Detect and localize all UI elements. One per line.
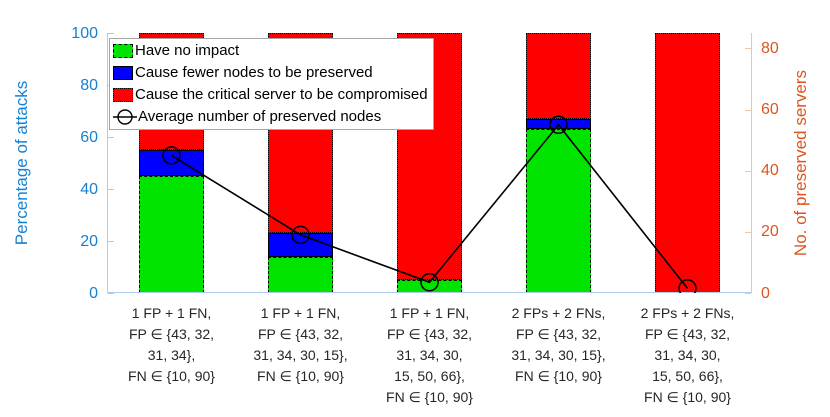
bar-4-critical-server-compromised (526, 33, 591, 119)
right-tick-mark-60 (745, 109, 751, 111)
right-axis-line (751, 33, 752, 293)
x-tick-label-3: 1 FP + 1 FN, FP ∈ {43, 32, 31, 34, 30, 1… (386, 305, 473, 405)
x-tick-label-2: 1 FP + 1 FN, FP ∈ {43, 32, 31, 34, 30, 1… (253, 305, 348, 384)
legend-label-average-preserved-nodes: Average number of preserved nodes (138, 108, 382, 125)
x-tick-label-4: 2 FPs + 2 FNs, FP ∈ {43, 32, 31, 34, 30,… (511, 305, 606, 384)
right-tick-mark-0 (745, 293, 751, 294)
x-tick-label-5: 2 FPs + 2 FNs, FP ∈ {43, 32, 31, 34, 30,… (640, 305, 735, 405)
x-axis-line (107, 292, 752, 293)
legend-swatch-critical-server-compromised (113, 88, 133, 102)
legend-item-fewer-nodes-preserved: Cause fewer nodes to be preserved (113, 62, 428, 84)
left-tick-label-100: 100 (71, 24, 98, 42)
average-marker-1 (162, 146, 181, 165)
bar-2-have-no-impact (268, 256, 333, 293)
legend-label-have-no-impact: Have no impact (135, 42, 240, 59)
left-tick-label-0: 0 (89, 284, 98, 302)
x-tick-label-1: 1 FP + 1 FN, FP ∈ {43, 32, 31, 34}, FN ∈… (128, 305, 215, 384)
legend-item-critical-server-compromised: Cause the critical server to be compromi… (113, 84, 428, 106)
average-marker-2 (291, 225, 310, 245)
right-tick-label-60: 60 (761, 101, 779, 118)
legend-swatch-fewer-nodes-preserved (113, 66, 133, 80)
bar-5-critical-server-compromised (655, 33, 720, 293)
legend-item-have-no-impact: Have no impact (113, 40, 428, 62)
legend-label-fewer-nodes-preserved: Cause fewer nodes to be preserved (135, 64, 373, 81)
right-tick-label-20: 20 (761, 223, 779, 241)
left-tick-label-60: 60 (80, 128, 98, 146)
legend-swatch-have-no-impact (113, 44, 133, 58)
right-tick-mark-80 (745, 48, 751, 50)
left-axis-title: Percentage of attacks (12, 80, 31, 246)
right-tick-mark-20 (745, 231, 751, 233)
average-marker-4 (549, 115, 568, 135)
left-tick-mark-60 (108, 137, 114, 138)
bar-2-fewer-nodes-preserved (268, 233, 333, 257)
left-tick-label-80: 80 (80, 76, 98, 94)
legend-item-average-preserved-nodes: Average number of preserved nodes (113, 106, 428, 128)
bar-1-have-no-impact (139, 176, 204, 293)
right-tick-label-0: 0 (761, 284, 770, 302)
left-axis-line (107, 33, 108, 293)
bar-1-fewer-nodes-preserved (139, 150, 204, 176)
right-tick-label-40: 40 (761, 162, 779, 180)
average-marker-5 (678, 279, 697, 293)
legend-label-critical-server-compromised: Cause the critical server to be compromi… (135, 86, 428, 103)
bar-4-have-no-impact (526, 129, 591, 293)
legend-line-marker-icon (113, 109, 137, 125)
left-tick-label-40: 40 (80, 180, 98, 198)
right-tick-mark-40 (745, 170, 751, 172)
average-marker-3 (420, 273, 439, 292)
left-tick-mark-0 (108, 293, 114, 294)
right-tick-label-80: 80 (761, 39, 779, 57)
average-line (171, 123, 689, 289)
left-tick-label-20: 20 (80, 232, 98, 250)
average-line-layer (162, 115, 697, 293)
left-tick-mark-20 (108, 241, 114, 242)
left-tick-mark-40 (108, 189, 114, 190)
left-tick-mark-100 (108, 33, 114, 34)
